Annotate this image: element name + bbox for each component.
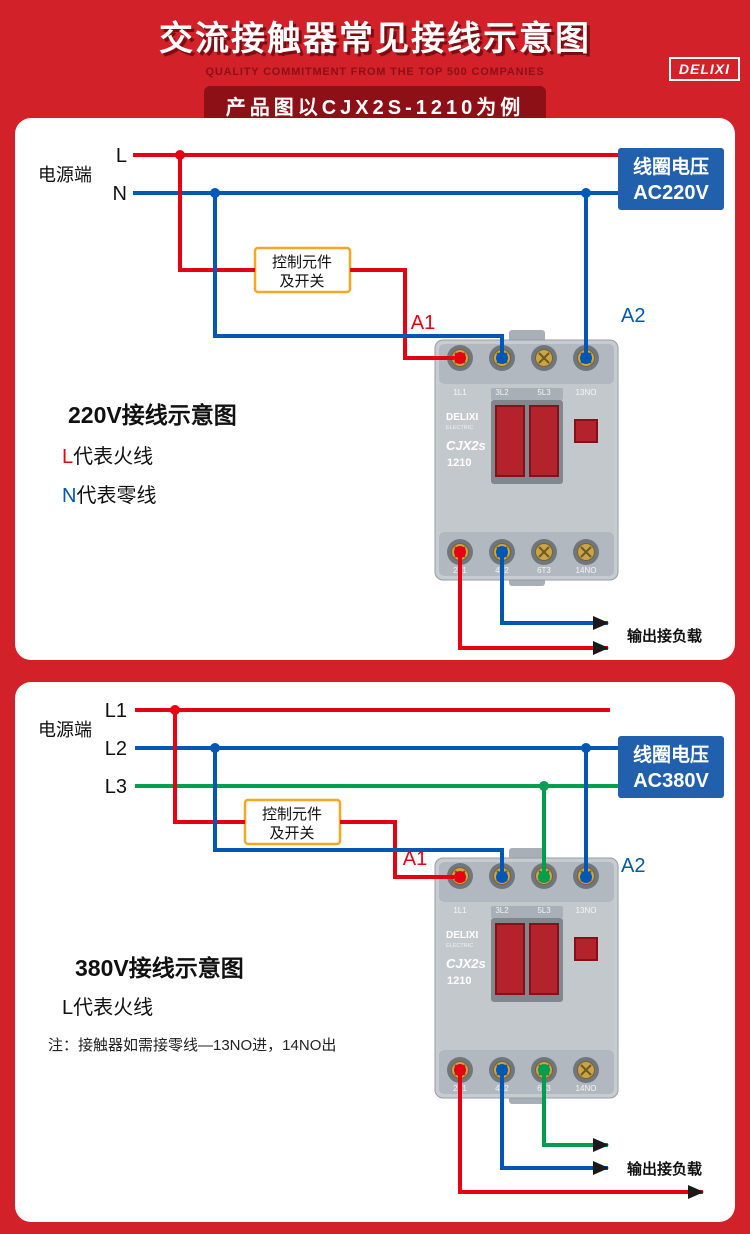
terminal-a2-label: A2 — [621, 305, 645, 327]
line-label-l1: L1 — [105, 700, 127, 722]
terminal-dot — [454, 1064, 466, 1076]
wire-n-to-pole — [213, 193, 504, 354]
terminal-dot — [496, 546, 508, 558]
coil-voltage-value: AC380V — [633, 770, 709, 792]
control-element-line2: 及开关 — [269, 825, 314, 842]
output-load-label: 输出接负载 — [627, 1160, 702, 1178]
control-element-line2: 及开关 — [279, 273, 324, 290]
panel-380v: 电源端 L1 L2 L3 线圈电压 AC380V 控制元件 及开关 — [15, 682, 735, 1222]
terminal-dot-a1 — [454, 871, 466, 883]
terminal-dot-pole2 — [496, 871, 508, 883]
line-label-l3: L3 — [105, 776, 127, 798]
wire-control-to-a1 — [350, 268, 454, 360]
page-title: 交流接触器常见接线示意图 — [159, 20, 591, 58]
terminal-dot — [496, 1064, 508, 1076]
power-source-label: 电源端 — [38, 720, 92, 740]
line-label-l: L — [116, 145, 127, 167]
output-wire-blue — [500, 1070, 609, 1175]
junction-dot — [539, 781, 549, 791]
wire-l2-to-pole — [213, 748, 504, 872]
coil-voltage-value: AC220V — [633, 182, 709, 204]
control-element-line1: 控制元件 — [272, 254, 332, 271]
terminal-dot-a2 — [580, 352, 592, 364]
output-load-label: 输出接负载 — [627, 627, 702, 645]
control-element-line1: 控制元件 — [262, 806, 322, 823]
junction-dot — [175, 150, 185, 160]
terminal-a1-label: A1 — [411, 312, 435, 334]
junction-dot — [170, 705, 180, 715]
terminal-dot — [454, 546, 466, 558]
coil-voltage-title: 线圈电压 — [633, 155, 709, 178]
header: 交流接触器常见接线示意图 QUALITY COMMITMENT FROM THE… — [0, 0, 750, 125]
output-wire-blue — [500, 552, 609, 630]
terminal-dot-pole2 — [496, 352, 508, 364]
output-wire-red — [458, 1070, 704, 1199]
wire-l-to-control — [178, 155, 255, 272]
junction-dot — [581, 188, 591, 198]
neutral-wire-note: 注：接触器如需接零线—13NO进，14NO出 — [48, 1037, 336, 1054]
coil-voltage-title: 线圈电压 — [633, 743, 709, 766]
legend-live-wire: L代表火线 — [62, 445, 153, 468]
output-wire-green — [542, 1070, 609, 1152]
wire-l1-to-control — [173, 710, 245, 824]
panel-220v: DELIXI ELECTRIC CJX2s 1210 1L1 3L2 5L3 1… — [15, 118, 735, 660]
terminal-dot-a1 — [454, 352, 466, 364]
terminal-a1-label: A1 — [403, 848, 427, 870]
terminal-dot-pole3 — [538, 871, 550, 883]
legend-live-wire: L代表火线 — [62, 996, 153, 1019]
line-label-l2: L2 — [105, 738, 127, 760]
junction-dot — [581, 743, 591, 753]
diagram-heading-380: 380V接线示意图 — [75, 955, 244, 981]
power-source-label: 电源端 — [38, 165, 92, 185]
line-label-n: N — [113, 183, 127, 205]
wiring-diagram-220v: DELIXI ELECTRIC CJX2s 1210 1L1 3L2 5L3 1… — [38, 145, 724, 655]
junction-dot — [210, 188, 220, 198]
coil-voltage-box — [618, 736, 724, 798]
brand-logo: DELIXI — [668, 57, 740, 81]
terminal-dot-a2 — [580, 871, 592, 883]
diagram-heading-220: 220V接线示意图 — [68, 402, 237, 428]
header-subtitle: QUALITY COMMITMENT FROM THE TOP 500 COMP… — [205, 66, 545, 78]
terminal-dot — [538, 1064, 550, 1076]
coil-voltage-box — [618, 148, 724, 210]
output-wire-red — [458, 552, 609, 655]
terminal-a2-label: A2 — [621, 855, 645, 877]
legend-neutral-wire: N代表零线 — [62, 484, 156, 507]
junction-dot — [210, 743, 220, 753]
wiring-diagram-380v: 电源端 L1 L2 L3 线圈电压 AC380V 控制元件 及开关 — [38, 700, 724, 1199]
